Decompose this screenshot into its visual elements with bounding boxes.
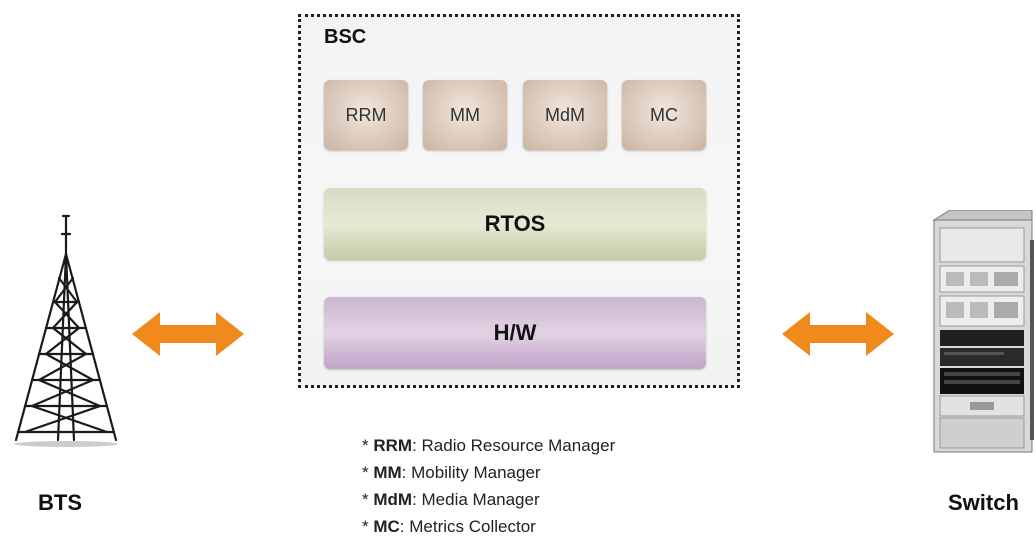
switch-label: Switch	[948, 490, 1019, 515]
legend-abbr: RRM	[373, 436, 413, 455]
module-mc: MC	[622, 80, 706, 150]
legend-abbr: MdM	[373, 490, 413, 509]
legend-desc: : Mobility Manager	[401, 463, 541, 482]
legend-abbr: MM	[373, 463, 402, 482]
bsc-title: BSC	[324, 26, 367, 48]
legend-desc: : Media Manager	[412, 490, 540, 509]
legend-item: * MdM: Media Manager	[362, 490, 540, 509]
module-mm: MM	[423, 80, 507, 150]
tower-icon	[14, 214, 118, 447]
bidirectional-arrow-icon	[782, 312, 894, 356]
legend-item: * MC: Metrics Collector	[362, 517, 536, 536]
legend-desc: : Radio Resource Manager	[412, 436, 616, 455]
legend-desc: : Metrics Collector	[399, 517, 536, 536]
abbreviation-legend: * RRM: Radio Resource Manager * MM: Mobi…	[362, 432, 615, 540]
rack-server-icon	[932, 210, 1034, 453]
bts-label: BTS	[38, 490, 82, 515]
legend-item: * MM: Mobility Manager	[362, 463, 541, 482]
legend-item: * RRM: Radio Resource Manager	[362, 436, 616, 455]
layer-hw: H/W	[324, 297, 706, 369]
legend-abbr: MC	[373, 517, 400, 536]
module-mdm: MdM	[523, 80, 607, 150]
module-rrm: RRM	[324, 80, 408, 150]
bidirectional-arrow-icon	[132, 312, 244, 356]
layer-rtos: RTOS	[324, 188, 706, 260]
